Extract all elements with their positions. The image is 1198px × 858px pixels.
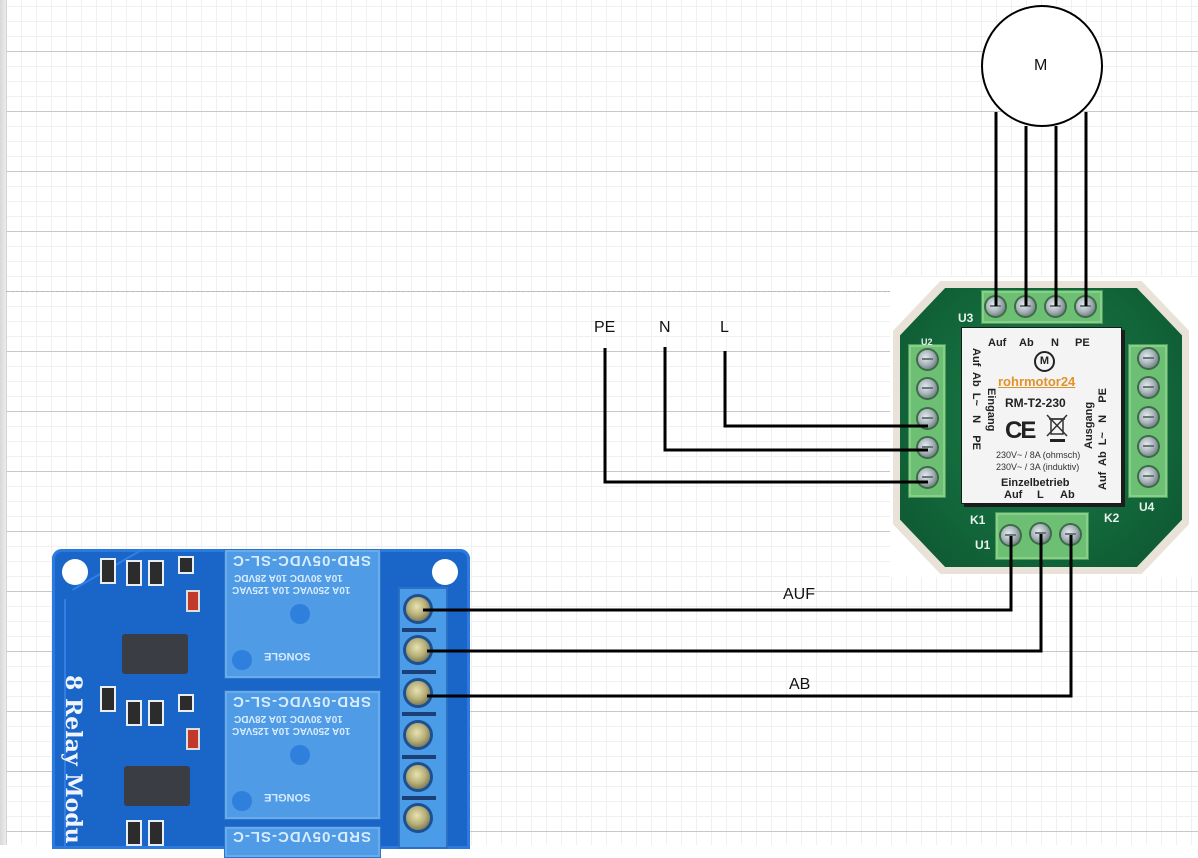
label-auf: AUF (783, 586, 815, 603)
smd-resistor (100, 558, 116, 584)
smd-resistor (126, 700, 142, 726)
terminal-screw-u1-l (1031, 524, 1050, 543)
sticker-bottom-auf: Auf (1004, 489, 1023, 501)
pcb-label-k2: K2 (1104, 511, 1120, 525)
weee-bin-icon (1046, 414, 1068, 442)
sticker-top-pe: PE (1075, 337, 1090, 349)
sticker-top-n: N (1051, 337, 1059, 349)
relay-terminal-screw (406, 681, 430, 705)
terminal-screw-u2-l (918, 409, 937, 428)
pcb-label-u2: U2 (921, 337, 933, 347)
smd-diode (186, 590, 200, 612)
relay-hole (290, 745, 310, 765)
smd-transistor (178, 556, 194, 574)
relay-hole (232, 650, 252, 670)
pcb-trace (64, 599, 66, 849)
ce-mark-icon: CE (1005, 417, 1036, 444)
canvas-left-edge (0, 0, 6, 845)
terminal-screw-u4-auf (1139, 349, 1158, 368)
terminal-separator (402, 755, 436, 759)
wire-mains-pe[interactable] (603, 348, 928, 484)
pcb-label-u4: U4 (1139, 500, 1155, 514)
terminal-screw-u1-ab (1061, 525, 1080, 544)
terminal-screw-u4-l (1139, 408, 1158, 427)
motor-symbol-circle[interactable] (981, 5, 1103, 127)
rating-inductive: 230V~ / 3A (induktiv) (996, 462, 1080, 472)
optocoupler-chip (122, 634, 188, 674)
terminal-screw-u4-ab (1139, 378, 1158, 397)
brand-logo: rohrmotor24 (998, 374, 1076, 389)
terminal-screw-u4-n (1139, 437, 1158, 456)
sticker-top-ab: Ab (1019, 337, 1034, 349)
wire-control-l[interactable] (427, 534, 1043, 653)
terminal-screw-u4-pe (1139, 467, 1158, 486)
terminal-screw-u2-auf (918, 350, 937, 369)
mode-einzelbetrieb: Einzelbetrieb (1001, 477, 1070, 489)
page-break-dashed-line (6, 291, 896, 292)
pcb-label-u1: U1 (975, 538, 991, 552)
wire-control-ab[interactable] (427, 535, 1073, 698)
smd-diode (186, 728, 200, 750)
wire-control-auf[interactable] (423, 536, 1013, 612)
relay-terminal-screw (406, 765, 430, 789)
mount-hole (432, 559, 458, 585)
optocoupler-chip (124, 766, 190, 806)
relay-terminal-screw (406, 723, 430, 747)
pcb-label-u3: U3 (958, 311, 974, 325)
pcb-label-k1: K1 (970, 513, 986, 527)
smd-transistor (178, 694, 194, 712)
sticker-bottom-l: L (1037, 489, 1044, 501)
relay-hole (232, 791, 252, 811)
smd-resistor (126, 560, 142, 586)
relay-terminal-screw (406, 638, 430, 662)
mount-hole (62, 559, 88, 585)
smd-resistor (148, 700, 164, 726)
motor-symbol-icon: M (1034, 351, 1055, 372)
terminal-screw-u2-n (918, 438, 937, 457)
label-n: N (659, 319, 671, 336)
terminal-screw-u1-auf (1001, 526, 1020, 545)
wire-mains-l[interactable] (723, 351, 928, 428)
label-ab: AB (789, 676, 811, 693)
terminal-separator (402, 628, 436, 632)
relay-terminal-screw (406, 806, 430, 830)
smd-resistor (148, 560, 164, 586)
sticker-bottom-ab: Ab (1060, 489, 1075, 501)
terminal-separator (402, 712, 436, 716)
label-l: L (720, 319, 729, 336)
terminal-separator (402, 670, 436, 674)
sticker-top-auf: Auf (988, 337, 1007, 349)
rating-ohmic: 230V~ / 8A (ohmsch) (996, 450, 1081, 460)
model-name: RM-T2-230 (1005, 396, 1066, 410)
motor-label: M (1034, 57, 1048, 74)
terminal-screw-u2-ab (918, 379, 937, 398)
label-pe: PE (594, 319, 616, 336)
wire-mains-n[interactable] (663, 347, 928, 452)
smd-resistor (100, 686, 116, 712)
terminal-separator (402, 796, 436, 800)
relay-hole (290, 604, 310, 624)
